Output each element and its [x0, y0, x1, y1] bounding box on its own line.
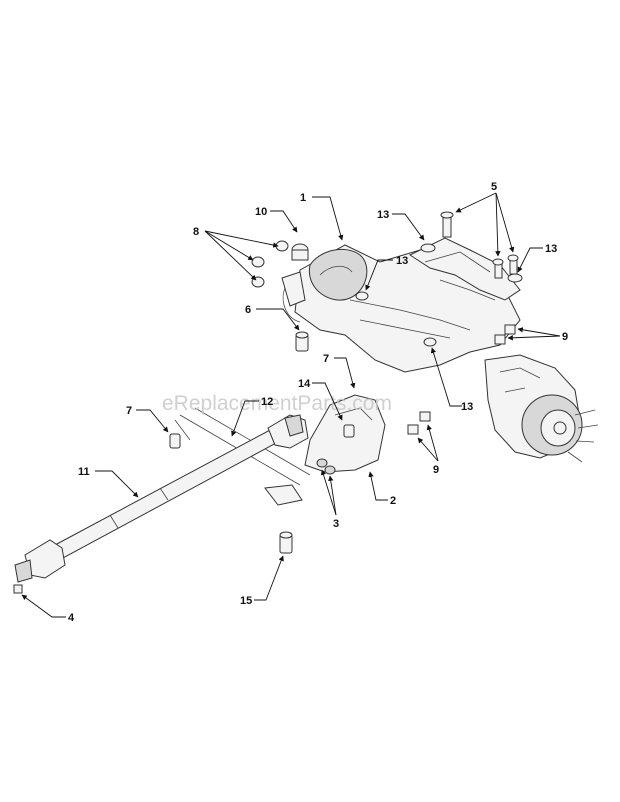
callout-1: 1	[300, 192, 306, 204]
callout-13-middle: 13	[396, 255, 408, 267]
watermark: eReplacementParts.com	[162, 392, 392, 415]
callout-13-right: 13	[545, 243, 557, 255]
callout-7-left: 7	[126, 405, 132, 417]
callout-10: 10	[255, 206, 267, 218]
callout-13-lower: 13	[461, 401, 473, 413]
callout-2: 2	[390, 495, 396, 507]
callout-6: 6	[245, 304, 251, 316]
callout-7-right: 7	[323, 353, 329, 365]
callout-9-lower: 9	[433, 464, 439, 476]
callout-12: 12	[261, 396, 273, 408]
callout-13-top: 13	[377, 209, 389, 221]
callout-11: 11	[78, 466, 90, 478]
wheel-hub-assembly	[484, 354, 599, 463]
callout-8: 8	[193, 226, 199, 238]
leader-lines	[21, 192, 561, 618]
callout-labels: 1 2 3 4 5 6 7 7 8 9 9 10 11 12 13 13 13 …	[68, 181, 568, 624]
callout-14: 14	[298, 378, 311, 390]
drive-shaft	[14, 414, 309, 583]
callout-5: 5	[491, 181, 497, 193]
upper-bracket	[408, 237, 521, 301]
callout-3: 3	[333, 518, 339, 530]
callout-4: 4	[68, 612, 75, 624]
parts-illustration	[13, 211, 599, 594]
callout-9-right: 9	[562, 331, 568, 343]
callout-15: 15	[240, 595, 252, 607]
